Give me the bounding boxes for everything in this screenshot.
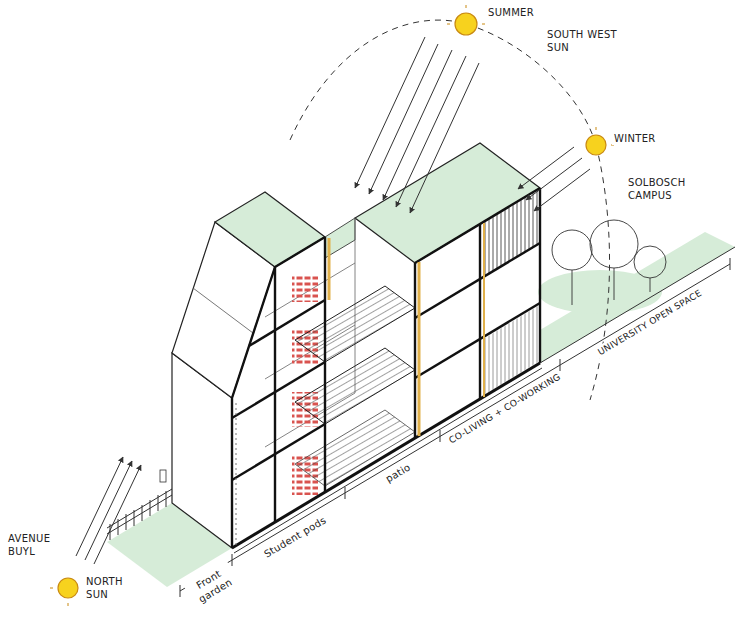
sun-ray [76,457,123,556]
sun-ray [94,465,141,564]
tree-trunk [650,278,651,292]
timber-post [483,223,485,397]
dimension-tick [180,585,181,597]
fence-picket [166,491,167,507]
sun-path [290,20,610,400]
sun-disc [455,13,477,35]
roof-crease [193,288,253,333]
sun-ray [85,461,132,560]
foundation-line [234,368,542,553]
sun-disc [586,135,606,155]
timber-screen [482,190,538,279]
sun-ray [410,63,479,213]
floor-slab [232,424,325,480]
fence-picket [142,505,143,521]
fence-picket [118,519,119,535]
fence-picket [150,500,151,516]
timber-post [328,238,331,300]
sun-label: WINTER [612,132,658,145]
dimension-tick [345,487,346,499]
sun-ray [369,44,438,194]
fence-picket [134,510,135,526]
zone-dimension-label: patio [381,460,414,487]
block-wall [539,188,541,363]
sun-ray [383,50,452,200]
ground-slab [232,363,540,548]
sun-ray [526,158,582,200]
fence-picket [158,495,159,511]
dimension-tick [232,554,233,566]
sun-ray [518,147,574,189]
dimension-line [180,258,730,597]
sun-tick [482,24,485,25]
sun-ray [396,56,466,207]
floor-slab [232,362,325,418]
meter-box [160,470,166,482]
block-wall [414,263,416,438]
walkway [295,348,415,424]
walkway [295,286,415,362]
dimension-tick [560,359,561,371]
sun-label: NORTH SUN [84,575,132,601]
floor-slab [415,303,540,378]
fence-picket [126,514,127,530]
pods-wall [274,267,276,522]
context-label: SOLBOSCH CAMPUS [626,176,712,202]
sun-glow [50,5,614,606]
sun-rays [76,37,590,564]
tree-trunk [572,270,573,305]
sun-ray [534,169,590,211]
fence [107,489,172,540]
ground-line [540,247,735,363]
sun-arc [590,145,610,400]
sun-tick [596,127,597,130]
sun-tick [68,603,69,606]
street-label: AVENUE BUYL [6,532,66,558]
sun-label: SUMMER [486,6,536,19]
brick-wall [292,274,318,302]
wall-insulation [236,400,237,545]
green-roof [215,192,325,267]
sun-disc [58,578,78,598]
timber-post [418,262,421,436]
fence-rail [107,495,172,534]
floor-slab [415,243,540,318]
sun-tick [466,5,467,8]
tree-trunk [614,268,615,300]
tree-crown [552,230,592,270]
pods-wall [324,237,326,492]
tree-crown [634,246,666,278]
dimension-tick [440,430,441,442]
sun-tick [447,24,450,25]
sun-label: SOUTH WEST SUN [545,28,621,54]
dimension-axis [180,264,730,591]
tree-crown [590,220,638,268]
dimension-tick [730,258,731,270]
sun [50,5,614,606]
sun-ray [355,37,425,188]
roof-slab [415,188,540,263]
floor-slab [249,300,325,346]
fence-rail [107,489,172,528]
block-wall [479,224,481,399]
sun-tick [50,588,53,589]
section-cut [232,188,540,548]
